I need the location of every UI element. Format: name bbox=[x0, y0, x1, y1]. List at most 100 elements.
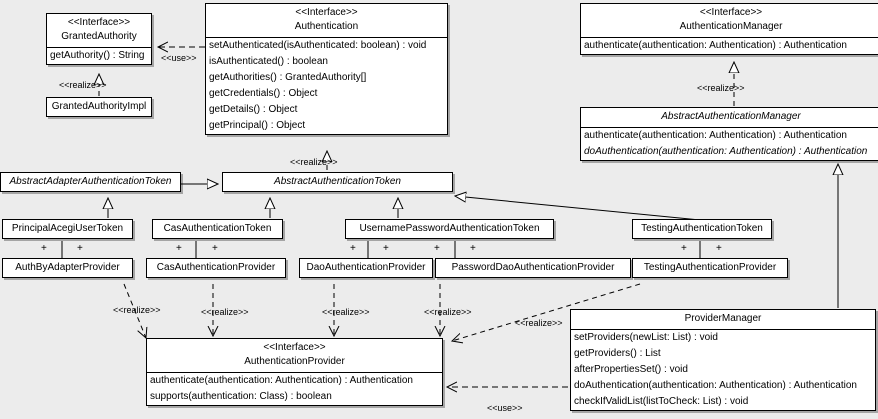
method-item: getPrincipal() : Object bbox=[209, 120, 306, 131]
class-authentication-manager[interactable]: <<Interface>> AuthenticationManager auth… bbox=[580, 3, 878, 55]
class-abstract-adapter-authentication-token[interactable]: AbstractAdapterAuthenticationToken bbox=[0, 172, 181, 192]
relationship-label-realize-testing-provider: <<realize>> bbox=[515, 318, 563, 328]
class-header: AbstractAuthenticationManager bbox=[581, 108, 878, 127]
method-item: getAuthority() : String bbox=[50, 50, 145, 61]
class-name: CasAuthenticationProvider bbox=[156, 262, 276, 273]
class-granted-authority-impl[interactable]: GrantedAuthorityImpl bbox=[46, 97, 152, 117]
class-header: AuthByAdapterProvider bbox=[3, 259, 132, 277]
class-name: TestingAuthenticationToken bbox=[641, 223, 763, 234]
association-visibility-marker: + bbox=[434, 243, 440, 254]
association-visibility-marker: + bbox=[681, 243, 687, 254]
association-visibility-marker: + bbox=[383, 243, 389, 254]
relationship-label-realize-abstract-token: <<realize>> bbox=[290, 157, 338, 167]
class-header: <<Interface>> GrantedAuthority bbox=[47, 14, 151, 47]
class-header: GrantedAuthorityImpl bbox=[47, 98, 151, 116]
class-cas-authentication-provider[interactable]: CasAuthenticationProvider bbox=[146, 258, 286, 278]
class-name: AuthenticationManager bbox=[679, 21, 783, 32]
association-visibility-marker: + bbox=[470, 243, 476, 254]
class-header: PrincipalAcegiUserToken bbox=[3, 220, 132, 238]
method-compartment: setProviders(newList: List) : void getPr… bbox=[571, 329, 875, 410]
method-item: checkIfValidList(listToCheck: List) : vo… bbox=[574, 396, 749, 407]
method-compartment: authenticate(authentication: Authenticat… bbox=[581, 37, 878, 54]
class-auth-by-adapter-provider[interactable]: AuthByAdapterProvider bbox=[2, 258, 133, 278]
class-cas-authentication-token[interactable]: CasAuthenticationToken bbox=[152, 219, 283, 239]
method-item: setAuthenticated(isAuthenticated: boolea… bbox=[209, 40, 427, 51]
method-compartment: authenticate(authentication: Authenticat… bbox=[147, 372, 442, 405]
class-name: AuthByAdapterProvider bbox=[15, 262, 120, 273]
class-header: CasAuthenticationToken bbox=[153, 220, 282, 238]
method-item: setProviders(newList: List) : void bbox=[574, 332, 718, 343]
class-name: UsernamePasswordAuthenticationToken bbox=[359, 223, 540, 234]
method-item: getAuthorities() : GrantedAuthority[] bbox=[209, 72, 367, 83]
class-name: AbstractAdapterAuthenticationToken bbox=[9, 176, 172, 187]
class-header: <<Interface>> AuthenticationManager bbox=[581, 4, 878, 37]
relationship-label-use-granted-authority: <<use>> bbox=[161, 53, 197, 63]
class-header: <<Interface>> AuthenticationProvider bbox=[147, 339, 442, 372]
class-name: ProviderManager bbox=[684, 313, 762, 324]
relationship-label-realize-password-dao-provider: <<realize>> bbox=[424, 307, 472, 317]
class-header: TestingAuthenticationProvider bbox=[633, 259, 787, 277]
class-testing-authentication-token[interactable]: TestingAuthenticationToken bbox=[632, 219, 772, 239]
stereotype-label: <<Interface>> bbox=[699, 7, 763, 18]
relationship-label-realize-auth-by-adapter: <<realize>> bbox=[113, 305, 161, 315]
association-visibility-marker: + bbox=[716, 243, 722, 254]
class-name: CasAuthenticationToken bbox=[163, 223, 272, 234]
class-authentication-provider[interactable]: <<Interface>> AuthenticationProvider aut… bbox=[146, 338, 443, 406]
class-abstract-authentication-manager[interactable]: AbstractAuthenticationManager authentica… bbox=[580, 107, 878, 161]
association-visibility-marker: + bbox=[212, 243, 218, 254]
class-name: GrantedAuthority bbox=[61, 31, 137, 42]
class-granted-authority[interactable]: <<Interface>> GrantedAuthority getAuthor… bbox=[46, 13, 152, 65]
method-item: getCredentials() : Object bbox=[209, 88, 318, 99]
relationship-label-use-provider-manager: <<use>> bbox=[487, 403, 523, 413]
class-abstract-authentication-token[interactable]: AbstractAuthenticationToken bbox=[222, 172, 453, 192]
class-authentication[interactable]: <<Interface>> Authentication setAuthenti… bbox=[205, 3, 448, 135]
method-item: afterPropertiesSet() : void bbox=[574, 364, 688, 375]
method-item-abstract: doAuthentication(authentication: Authent… bbox=[584, 146, 868, 157]
class-header: TestingAuthenticationToken bbox=[633, 220, 771, 238]
stereotype-label: <<Interface>> bbox=[295, 7, 358, 18]
stereotype-label: <<Interface>> bbox=[263, 342, 326, 353]
relationship-label-realize-dao-provider: <<realize>> bbox=[322, 307, 370, 317]
class-header: UsernamePasswordAuthenticationToken bbox=[346, 220, 553, 238]
method-item: authenticate(authentication: Authenticat… bbox=[584, 40, 847, 51]
class-testing-authentication-provider[interactable]: TestingAuthenticationProvider bbox=[632, 258, 788, 278]
method-item: authenticate(authentication: Authenticat… bbox=[150, 375, 413, 386]
association-visibility-marker: + bbox=[77, 243, 83, 254]
method-compartment: getAuthority() : String bbox=[47, 47, 151, 64]
method-item: getProviders() : List bbox=[574, 348, 661, 359]
class-password-dao-authentication-provider[interactable]: PasswordDaoAuthenticationProvider bbox=[435, 258, 631, 278]
class-dao-authentication-provider[interactable]: DaoAuthenticationProvider bbox=[299, 258, 433, 278]
class-header: DaoAuthenticationProvider bbox=[300, 259, 432, 277]
method-item: supports(authentication: Class) : boolea… bbox=[150, 391, 332, 402]
method-compartment: setAuthenticated(isAuthenticated: boolea… bbox=[206, 37, 447, 134]
method-compartment: authenticate(authentication: Authenticat… bbox=[581, 127, 878, 160]
class-name: DaoAuthenticationProvider bbox=[306, 262, 426, 273]
class-header: AbstractAuthenticationToken bbox=[223, 173, 452, 191]
class-header: PasswordDaoAuthenticationProvider bbox=[436, 259, 630, 277]
class-username-password-authentication-token[interactable]: UsernamePasswordAuthenticationToken bbox=[345, 219, 554, 239]
relationship-label-realize-cas-provider: <<realize>> bbox=[201, 307, 249, 317]
method-item: getDetails() : Object bbox=[209, 104, 298, 115]
class-header: <<Interface>> Authentication bbox=[206, 4, 447, 37]
stereotype-label: <<Interface>> bbox=[67, 17, 131, 28]
class-name: AuthenticationProvider bbox=[244, 356, 345, 367]
association-visibility-marker: + bbox=[350, 243, 356, 254]
class-header: AbstractAdapterAuthenticationToken bbox=[1, 173, 180, 191]
class-header: CasAuthenticationProvider bbox=[147, 259, 285, 277]
class-name: PasswordDaoAuthenticationProvider bbox=[451, 262, 615, 273]
association-visibility-marker: + bbox=[41, 243, 47, 254]
association-visibility-marker: + bbox=[176, 243, 182, 254]
relationship-label-realize-granted-authority-impl: <<realize>> bbox=[59, 80, 107, 90]
relationship-label-realize-abstract-manager: <<realize>> bbox=[697, 83, 745, 93]
method-item: doAuthentication(authentication: Authent… bbox=[574, 380, 857, 391]
method-item: isAuthenticated() : boolean bbox=[209, 56, 328, 67]
class-name: Authentication bbox=[294, 21, 359, 32]
class-name: GrantedAuthorityImpl bbox=[51, 101, 147, 112]
class-provider-manager[interactable]: ProviderManager setProviders(newList: Li… bbox=[570, 309, 876, 411]
class-name: AbstractAuthenticationManager bbox=[661, 111, 801, 122]
class-name: PrincipalAcegiUserToken bbox=[11, 223, 124, 234]
class-name: TestingAuthenticationProvider bbox=[643, 262, 777, 273]
class-header: ProviderManager bbox=[571, 310, 875, 329]
class-principal-acegi-user-token[interactable]: PrincipalAcegiUserToken bbox=[2, 219, 133, 239]
